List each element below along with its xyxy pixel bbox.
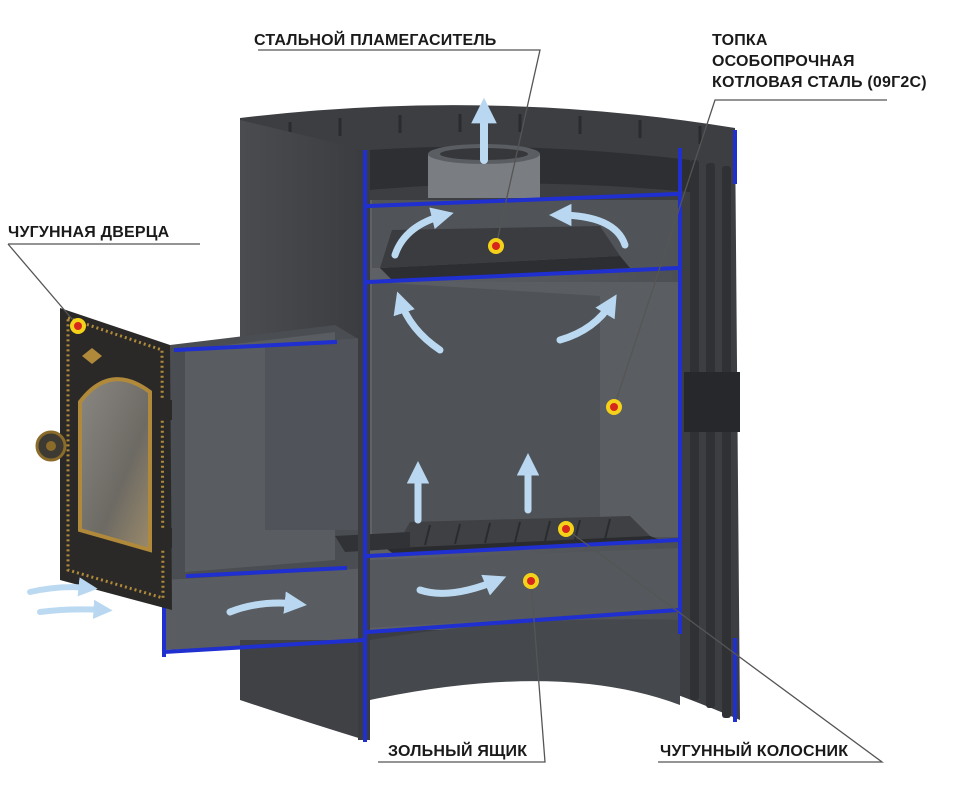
marker-ash-box	[523, 573, 539, 589]
ash-chamber	[165, 548, 680, 650]
label-flame-arrester: СТАЛЬНОЙ ПЛАМЕГАСИТЕЛЬ	[254, 32, 497, 49]
door-tunnel	[170, 325, 360, 580]
front-lower-plate	[240, 640, 365, 740]
label-firebox-line3: КОТЛОВАЯ СТАЛЬ (09Г2С)	[712, 74, 927, 91]
label-firebox-line2: ОСОБОПРОЧНАЯ	[712, 53, 855, 70]
marker-door	[70, 318, 86, 334]
airflow-arrows	[27, 97, 629, 619]
marker-flame-arrester	[488, 238, 504, 254]
label-cast-iron-door: ЧУГУННАЯ ДВЕРЦА	[8, 224, 170, 241]
label-cast-iron-grate: ЧУГУННЫЙ КОЛОСНИК	[660, 743, 849, 760]
label-ash-box: ЗОЛЬНЫЙ ЯЩИК	[388, 743, 528, 760]
label-firebox-line1: ТОПКА	[712, 32, 768, 49]
cut-edges	[161, 130, 737, 742]
label-firebox: ТОПКА ОСОБОПРОЧНАЯ КОТЛОВАЯ СТАЛЬ (09Г2С…	[712, 30, 927, 93]
callout-markers	[70, 238, 622, 589]
marker-firebox	[606, 399, 622, 415]
leader-lines	[7, 49, 887, 763]
cast-iron-door	[35, 308, 172, 610]
grate	[335, 516, 660, 555]
marker-grate	[558, 521, 574, 537]
